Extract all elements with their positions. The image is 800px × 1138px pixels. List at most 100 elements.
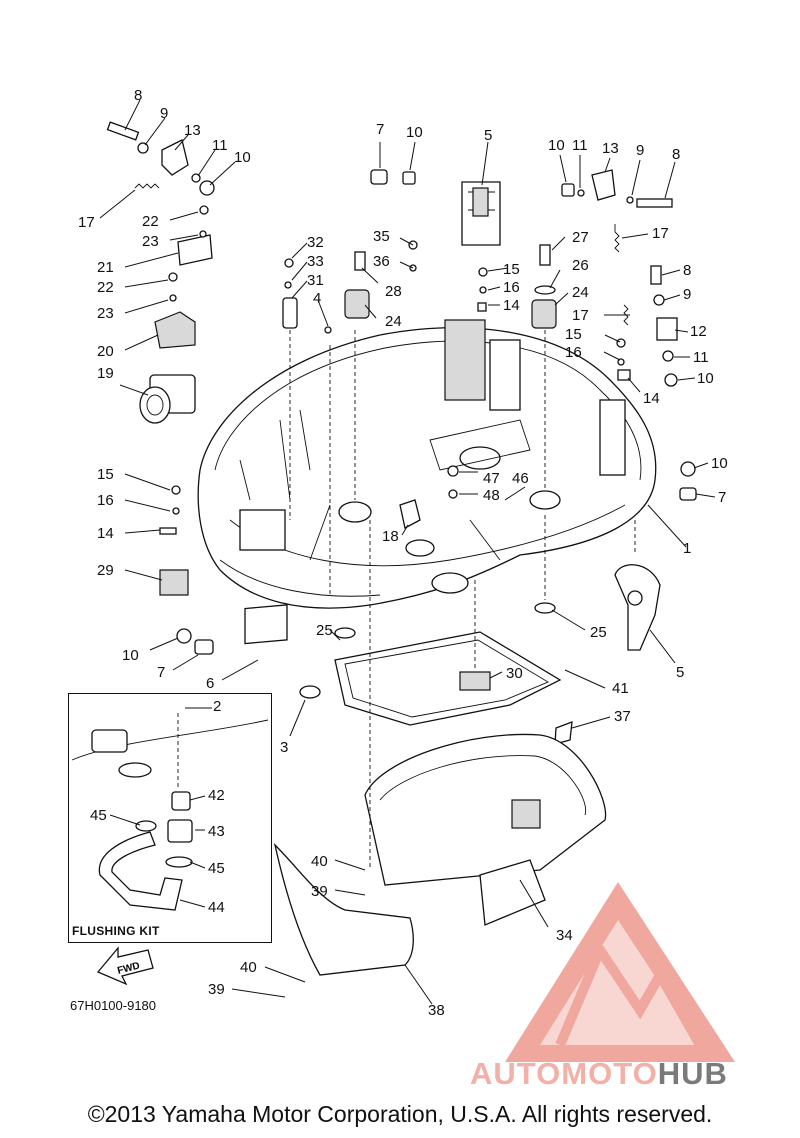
callout-45a: 45 — [90, 807, 107, 824]
callout-27: 27 — [572, 229, 589, 246]
callout-24b: 24 — [572, 284, 589, 301]
callout-1: 1 — [683, 540, 691, 557]
bottom-cowling — [197, 319, 657, 609]
callout-4: 4 — [313, 290, 321, 307]
leader-lines — [99, 99, 716, 1005]
callout-25b: 25 — [590, 624, 607, 641]
callout-19: 19 — [97, 365, 114, 382]
callout-9a: 9 — [160, 105, 168, 122]
callout-7c: 7 — [157, 664, 165, 681]
callout-43: 43 — [208, 823, 225, 840]
callout-24a: 24 — [385, 313, 402, 330]
assembly-lines — [177, 330, 636, 870]
callout-32: 32 — [307, 234, 324, 251]
callout-labels: 8 9 13 11 10 17 22 23 21 22 23 20 19 7 1… — [78, 87, 728, 1019]
callout-10a: 10 — [234, 149, 251, 166]
callout-23b: 23 — [97, 305, 114, 322]
callout-46: 46 — [512, 470, 529, 487]
watermark-part2: HUB — [657, 1056, 728, 1091]
side-cover-34 — [479, 859, 546, 926]
callout-30: 30 — [506, 665, 523, 682]
latch-lower — [614, 564, 661, 651]
callout-34: 34 — [556, 927, 573, 944]
callout-6: 6 — [206, 675, 214, 692]
callout-12: 12 — [690, 323, 707, 340]
callout-2: 2 — [213, 698, 221, 715]
callout-10d: 10 — [697, 370, 714, 387]
callout-10f: 10 — [122, 647, 139, 664]
callout-31: 31 — [307, 272, 324, 289]
callout-16a: 16 — [503, 279, 520, 296]
callout-14a: 14 — [503, 297, 520, 314]
callout-13b: 13 — [602, 140, 619, 157]
callout-39b: 39 — [208, 981, 225, 998]
callout-14c: 14 — [97, 525, 114, 542]
callout-25a: 25 — [316, 622, 333, 639]
holder-13-left — [161, 139, 189, 176]
watermark-logo-icon — [505, 882, 735, 1062]
connector-19 — [139, 374, 196, 424]
latch-upper — [461, 181, 501, 246]
callout-44: 44 — [208, 899, 225, 916]
callout-15b: 15 — [565, 326, 582, 343]
callout-17a: 17 — [78, 214, 95, 231]
callout-47: 47 — [483, 470, 500, 487]
callout-21: 21 — [97, 259, 114, 276]
callout-14b: 14 — [643, 390, 660, 407]
callout-35: 35 — [373, 228, 390, 245]
callout-23a: 23 — [142, 233, 159, 250]
callout-40b: 40 — [240, 959, 257, 976]
grommet-30 — [459, 671, 491, 691]
callout-17c: 17 — [572, 307, 589, 324]
copyright-notice: ©2013 Yamaha Motor Corporation, U.S.A. A… — [87, 1101, 713, 1127]
callout-9b: 9 — [636, 142, 644, 159]
flushing-kit-inset — [68, 693, 272, 943]
callout-33: 33 — [307, 253, 324, 270]
callout-39a: 39 — [311, 883, 328, 900]
callout-5b: 5 — [676, 664, 684, 681]
inset-title: FLUSHING KIT — [72, 924, 160, 938]
callout-22a: 22 — [142, 213, 159, 230]
callout-11c: 11 — [693, 349, 709, 366]
bracket-21 — [177, 234, 213, 266]
fwd-arrow-icon — [96, 946, 154, 986]
clip-37 — [554, 721, 573, 745]
callout-18: 18 — [382, 528, 399, 545]
bracket-20 — [154, 311, 196, 349]
callout-22b: 22 — [97, 279, 114, 296]
callout-41: 41 — [612, 680, 629, 697]
callout-5a: 5 — [484, 127, 492, 144]
callout-28: 28 — [385, 283, 402, 300]
callout-11b: 11 — [572, 137, 588, 154]
callout-15a: 15 — [503, 261, 520, 278]
callout-45b: 45 — [208, 860, 225, 877]
callout-29: 29 — [97, 562, 114, 579]
callout-36: 36 — [373, 253, 390, 270]
callout-17b: 17 — [652, 225, 669, 242]
callout-16b: 16 — [565, 344, 582, 361]
callout-38: 38 — [428, 1002, 445, 1019]
callout-8a: 8 — [134, 87, 142, 104]
callout-7a: 7 — [376, 121, 384, 138]
holder-13-right — [591, 169, 616, 201]
callout-20: 20 — [97, 343, 114, 360]
callout-3: 3 — [280, 739, 288, 756]
callout-42: 42 — [208, 787, 225, 804]
callout-10b: 10 — [406, 124, 423, 141]
callout-13a: 13 — [184, 122, 201, 139]
fwd-label: FWD — [116, 961, 141, 977]
callout-10c: 10 — [548, 137, 565, 154]
callout-10e: 10 — [711, 455, 728, 472]
callout-40a: 40 — [311, 853, 328, 870]
side-panel-38 — [273, 842, 414, 976]
lower-pan-34 — [364, 733, 607, 886]
callout-37: 37 — [614, 708, 631, 725]
callout-26: 26 — [572, 257, 589, 274]
reference-code: 67H0100-9180 — [70, 998, 157, 1013]
callout-9c: 9 — [683, 286, 691, 303]
callout-8b: 8 — [672, 146, 680, 163]
watermark-text: AUTOMOTOHUB — [470, 1056, 728, 1092]
callout-15c: 15 — [97, 466, 114, 483]
callout-11a: 11 — [212, 137, 228, 154]
